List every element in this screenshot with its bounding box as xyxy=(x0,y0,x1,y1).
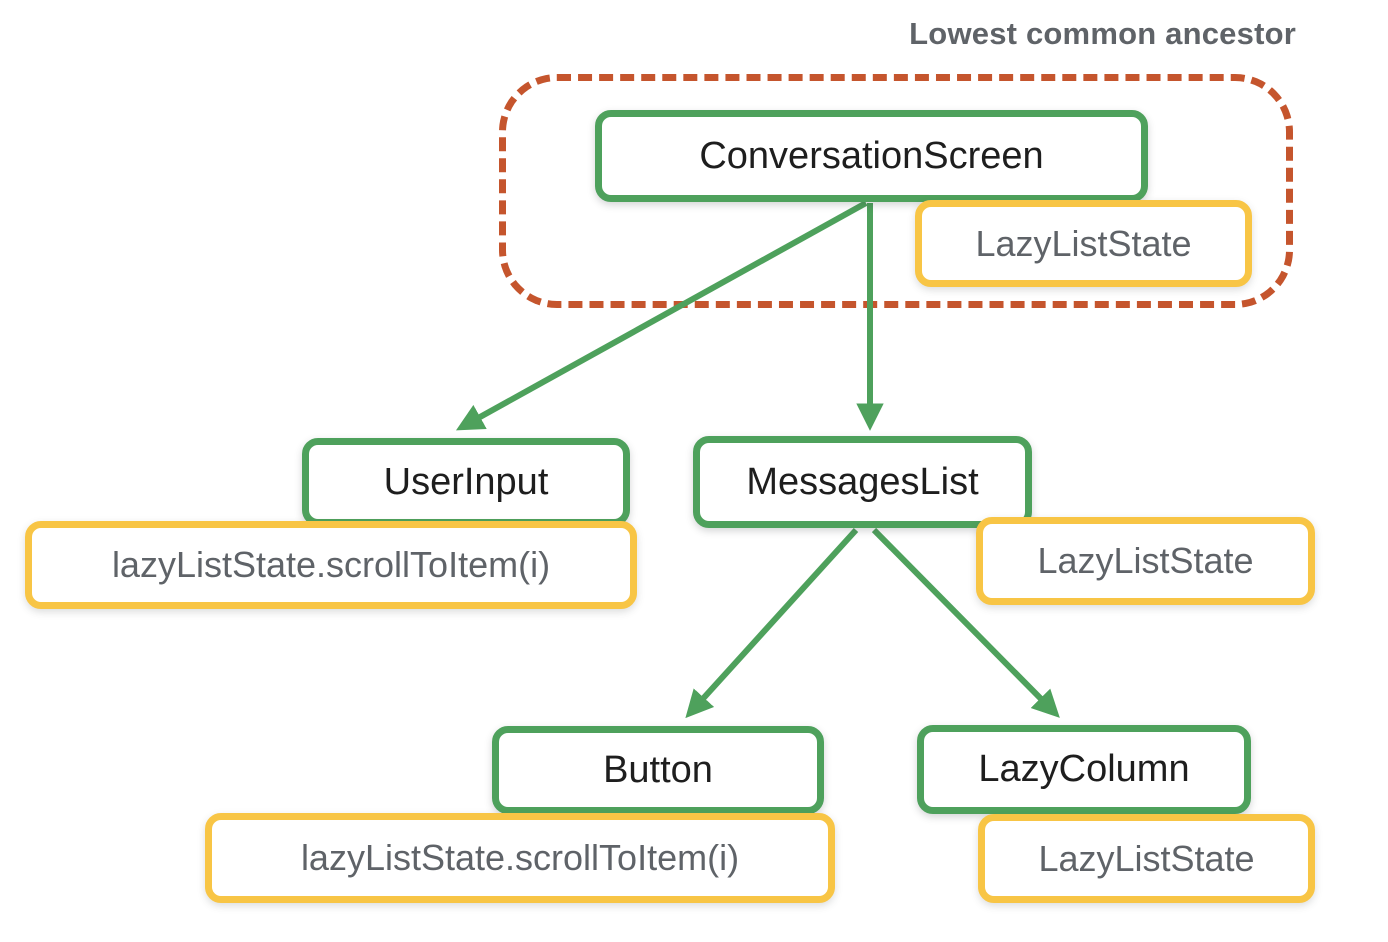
lowest-common-ancestor-boundary xyxy=(499,74,1293,308)
node-button: Button xyxy=(492,726,824,814)
node-messageslist: MessagesList xyxy=(693,436,1032,528)
node-userinput-label: UserInput xyxy=(383,460,549,503)
state-badge-conversationscreen-lazyliststate: LazyListState xyxy=(915,200,1252,287)
node-messageslist-label: MessagesList xyxy=(746,460,979,503)
state-badge-label: LazyListState xyxy=(975,222,1192,264)
state-badge-label: lazyListState.scrollToItem(i) xyxy=(300,837,740,878)
state-badge-messageslist-lazyliststate: LazyListState xyxy=(976,517,1315,605)
node-lazycolumn: LazyColumn xyxy=(917,725,1251,814)
node-conversationscreen-label: ConversationScreen xyxy=(699,134,1044,177)
state-badge-userinput-scrolltoitem: lazyListState.scrollToItem(i) xyxy=(25,521,637,609)
state-badge-button-scrolltoitem: lazyListState.scrollToItem(i) xyxy=(205,813,835,903)
node-lazycolumn-label: LazyColumn xyxy=(978,748,1190,790)
state-badge-label: LazyListState xyxy=(1038,837,1255,879)
edge-messageslist-to-button xyxy=(685,527,859,719)
diagram-title: Lowest common ancestor xyxy=(909,16,1296,51)
state-badge-lazycolumn-lazyliststate: LazyListState xyxy=(978,814,1315,903)
node-conversationscreen: ConversationScreen xyxy=(595,110,1148,202)
state-badge-label: lazyListState.scrollToItem(i) xyxy=(111,544,551,585)
node-button-label: Button xyxy=(603,748,713,791)
state-badge-label: LazyListState xyxy=(1037,540,1254,581)
node-userinput: UserInput xyxy=(302,438,630,526)
